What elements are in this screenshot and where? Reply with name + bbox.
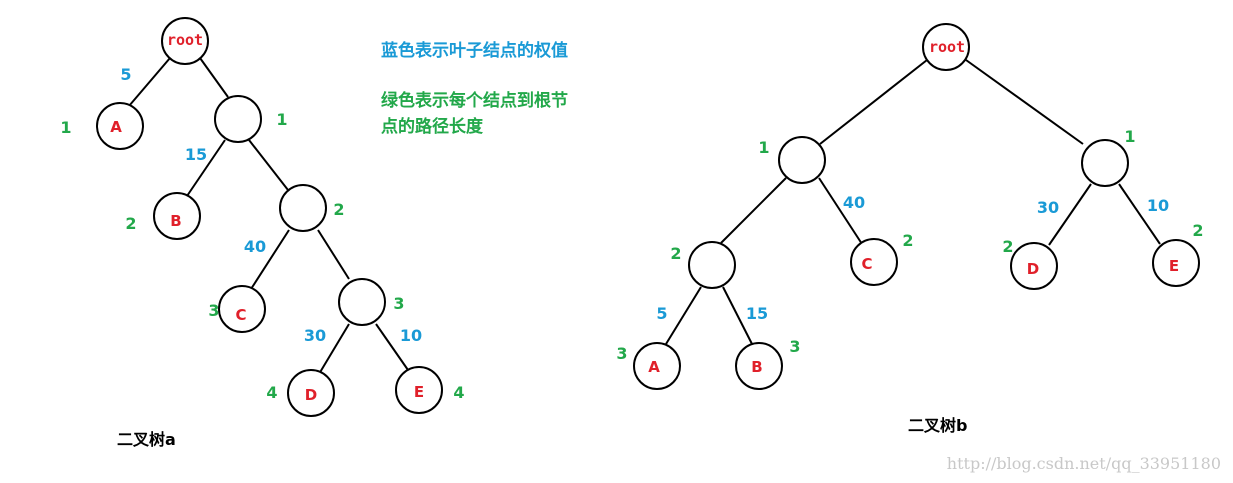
tree-a-weight-e: 10 [400, 326, 422, 345]
edge-b-l-c [818, 177, 863, 245]
tree-b-depth-left: 1 [758, 138, 769, 157]
tree-b-depth-d: 2 [1002, 237, 1013, 256]
tree-a-label-d: D [305, 386, 317, 404]
edge-n1-n2 [248, 139, 289, 191]
edge-b-l-ll [720, 177, 787, 244]
tree-b-label-a: A [648, 358, 660, 376]
tree-b-depth-a: 3 [616, 344, 627, 363]
tree-a-root-label: root [167, 31, 203, 49]
tree-a-weight-c: 40 [244, 237, 266, 256]
tree-a-depth-b: 2 [125, 214, 136, 233]
tree-b-depth-e: 2 [1192, 221, 1203, 240]
edge-n1-b [186, 139, 226, 197]
tree-a-depth-d: 4 [266, 383, 277, 402]
tree-b-node-a [633, 342, 681, 390]
tree-b-weight-a: 5 [656, 304, 667, 323]
edge-n3-e [375, 323, 409, 371]
tree-a-label-a: A [110, 118, 122, 136]
legend-depth-text-line1: 绿色表示每个结点到根节 [381, 90, 568, 111]
edge-b-r-e [1118, 183, 1161, 245]
tree-a-label-e: E [414, 383, 424, 401]
edge-n3-d [318, 323, 350, 375]
tree-a-root-node [161, 17, 209, 65]
edge-root-n1 [199, 57, 229, 98]
edge-b-root-l [819, 59, 928, 145]
tree-a-internal-node-3 [338, 278, 386, 326]
tree-b-internal-node-ll [688, 241, 736, 289]
tree-b-edges [665, 59, 1161, 345]
edge-b-root-r [965, 59, 1084, 145]
tree-a-nodes [96, 17, 443, 417]
watermark-url: http://blog.csdn.net/qq_33951180 [947, 454, 1221, 473]
tree-b-root-label: root [929, 38, 965, 56]
tree-a-internal-node-1 [214, 95, 262, 143]
edge-n2-c [250, 229, 290, 290]
tree-b-depth-right: 1 [1124, 127, 1135, 146]
tree-a-node-a [96, 102, 144, 150]
tree-a-node-e [395, 366, 443, 414]
tree-a-node-b [153, 192, 201, 240]
legend: 蓝色表示叶子结点的权值 绿色表示每个结点到根节 点的路径长度 [381, 40, 568, 137]
tree-b-depth-c: 2 [902, 231, 913, 250]
tree-b-nodes [633, 23, 1200, 390]
tree-a-depth-n3: 3 [393, 294, 404, 313]
tree-a-internal-node-2 [279, 184, 327, 232]
edge-n2-n3 [317, 229, 350, 280]
tree-b-label-e: E [1169, 257, 1179, 275]
tree-a-depth-n2: 2 [333, 200, 344, 219]
tree-a-depth-c: 3 [208, 301, 219, 320]
tree-b-weight-c: 40 [843, 193, 865, 212]
tree-a-labels: root A B C D E [110, 31, 424, 404]
tree-a-caption: 二叉树a [117, 430, 176, 449]
tree-b-label-c: C [861, 255, 872, 273]
tree-b-node-b [735, 342, 783, 390]
tree-a-label-c: C [235, 306, 246, 324]
tree-b-depths: 1 1 2 2 2 2 3 3 [616, 127, 1203, 363]
tree-b-label-b: B [751, 358, 762, 376]
edge-b-r-d [1048, 183, 1092, 246]
tree-a-weight-b: 15 [185, 145, 207, 164]
tree-a-depth-e: 4 [453, 383, 464, 402]
tree-a-depth-n1: 1 [276, 110, 287, 129]
tree-b-weight-e: 10 [1147, 196, 1169, 215]
tree-a-weight-d: 30 [304, 326, 326, 345]
tree-b-root-node [922, 23, 970, 71]
tree-b-depth-b: 3 [789, 337, 800, 356]
tree-b-node-e [1152, 239, 1200, 287]
tree-b-weight-d: 30 [1037, 198, 1059, 217]
tree-a-label-b: B [170, 212, 181, 230]
edge-b-ll-a [665, 286, 702, 345]
tree-b-weights: 40 30 10 5 15 [656, 193, 1169, 323]
edge-root-a [128, 57, 171, 107]
tree-b-label-d: D [1027, 260, 1039, 278]
tree-a-depth-a: 1 [60, 118, 71, 137]
tree-b-node-c [850, 238, 898, 286]
tree-a-depths: 1 1 2 2 3 3 4 4 [60, 110, 464, 402]
tree-a-edges [128, 57, 409, 375]
legend-depth-text-line2: 点的路径长度 [381, 116, 484, 137]
tree-a-weights: 5 15 40 30 10 [120, 65, 422, 345]
tree-a-node-c [218, 285, 266, 333]
tree-b-labels: root C D E A B [648, 38, 1179, 376]
tree-b-depth-ll: 2 [670, 244, 681, 263]
tree-b-caption: 二叉树b [908, 416, 967, 435]
legend-weight-text: 蓝色表示叶子结点的权值 [381, 40, 568, 61]
tree-b-node-d [1010, 242, 1058, 290]
tree-a-weight-a: 5 [120, 65, 131, 84]
tree-b-weight-b: 15 [746, 304, 768, 323]
tree-a-node-d [287, 369, 335, 417]
tree-b-internal-node-left [778, 136, 826, 184]
edge-b-ll-b [722, 286, 753, 345]
tree-b-internal-node-right [1081, 139, 1129, 187]
